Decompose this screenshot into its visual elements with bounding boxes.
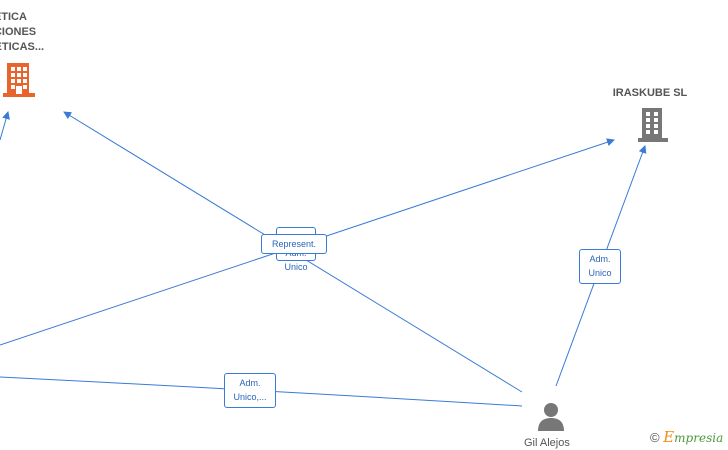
company-1-label: NETICA UCIONES GETICAS... — [0, 10, 66, 55]
company-1-label-line: UCIONES — [0, 26, 37, 38]
company-1-label-line: GETICAS... — [0, 41, 45, 53]
person-label: Gil Alejos — [524, 437, 570, 449]
edge-label-adm-unico-multi[interactable]: Adm. Unico,... — [224, 373, 276, 408]
brand-name: mpresia — [674, 431, 724, 445]
person-icon[interactable] — [537, 401, 565, 431]
company-2-label: IRASKUBE SL — [612, 87, 688, 99]
edge-label-line: Unico,... — [233, 392, 267, 402]
edge-label-line: Unico — [588, 268, 612, 278]
edge-label-line: Adm. — [589, 254, 611, 264]
edge-label-text: Represent. — [271, 239, 317, 249]
building-icon[interactable] — [3, 61, 35, 97]
company-1-label-line: NETICA — [0, 11, 27, 23]
edge-label-adm-unico[interactable]: Adm. Unico — [579, 249, 621, 284]
brand-initial: E — [663, 428, 675, 446]
building-icon[interactable] — [638, 106, 668, 142]
copyright-icon: © — [650, 430, 660, 445]
edge-label-line: Adm. — [239, 378, 261, 388]
brand-logo: © Empresia — [650, 428, 723, 446]
edge-label-represent[interactable]: Represent. — [261, 234, 327, 254]
edge-left-to-company-1 — [0, 111, 10, 141]
